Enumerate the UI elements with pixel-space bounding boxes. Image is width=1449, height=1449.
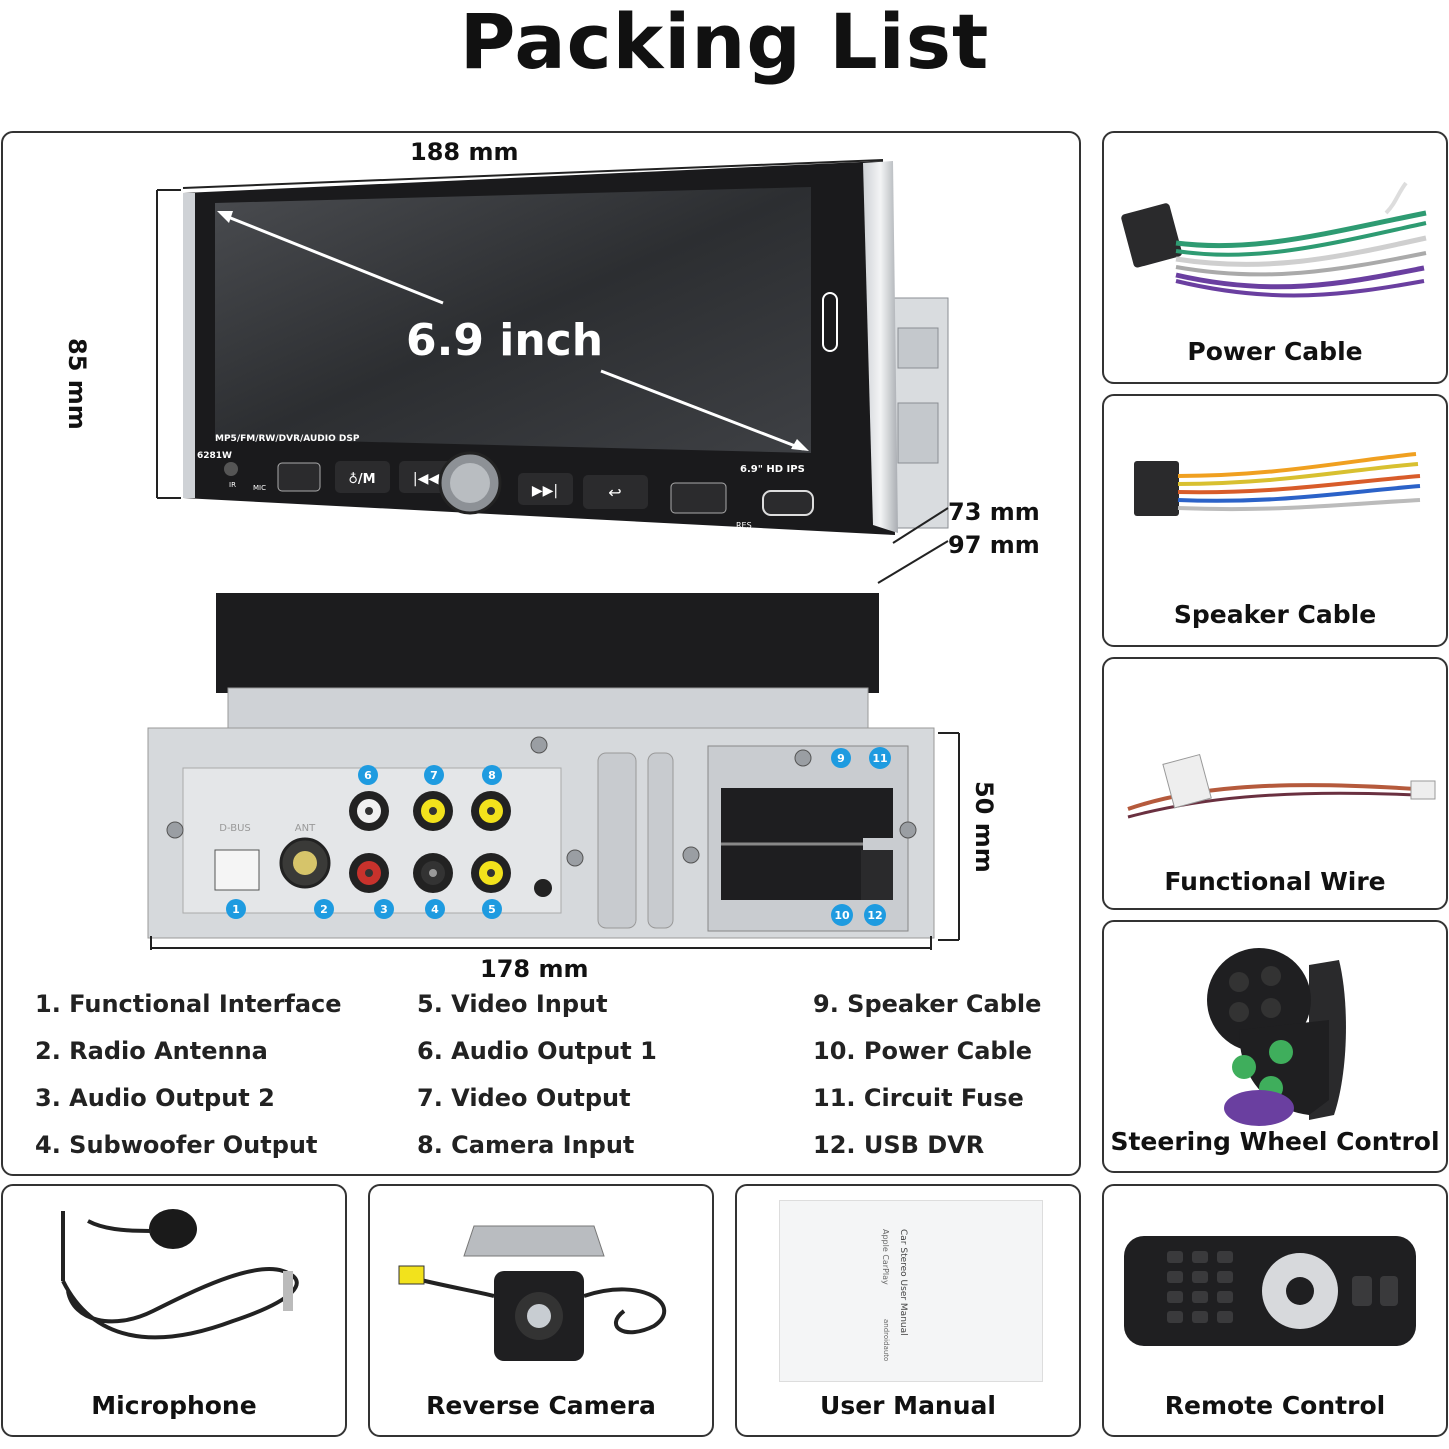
legend-item-12: 12. USB DVR bbox=[813, 1131, 985, 1159]
dim-back-width: 178 mm bbox=[480, 955, 589, 983]
functional-wire-image bbox=[1127, 753, 1436, 819]
legend-item-10: 10. Power Cable bbox=[813, 1037, 1033, 1065]
svg-text:3: 3 bbox=[380, 903, 388, 916]
dim-line-back bbox=[150, 732, 960, 950]
speaker-cable-image bbox=[1134, 452, 1421, 516]
legend-item-4: 4. Subwoofer Output bbox=[35, 1131, 318, 1159]
ir-label: IR bbox=[229, 481, 236, 489]
model-label: 6281W bbox=[197, 451, 232, 461]
svg-text:12: 12 bbox=[867, 909, 882, 922]
head-unit-back: D-BUS ANT 1 2 3 4 bbox=[147, 593, 935, 939]
svg-text:♁/M: ♁/M bbox=[348, 472, 375, 487]
res-label: RES bbox=[736, 521, 752, 530]
mic-label: MIC bbox=[253, 484, 266, 492]
legend-item-1: 1. Functional Interface bbox=[35, 990, 342, 1018]
dim-depth-73: 73 mm bbox=[948, 498, 1040, 526]
svg-text:6: 6 bbox=[364, 769, 372, 782]
legend-item-7: 7. Video Output bbox=[417, 1084, 631, 1112]
functional-wire-caption: Functional Wire bbox=[1164, 867, 1386, 896]
steering-wheel-caption: Steering Wheel Control bbox=[1110, 1127, 1440, 1156]
dim-line-left bbox=[156, 189, 181, 499]
manual-android: androidauto bbox=[882, 1319, 890, 1362]
dim-height-left: 85 mm bbox=[63, 338, 91, 430]
screen-size-label: 6.9 inch bbox=[406, 315, 604, 366]
legend-item-3: 3. Audio Output 2 bbox=[35, 1084, 275, 1112]
svg-text:▶▶|: ▶▶| bbox=[532, 483, 558, 499]
remote-control-caption: Remote Control bbox=[1164, 1391, 1386, 1420]
speaker-cable-caption: Speaker Cable bbox=[1173, 600, 1377, 629]
legend-item-6: 6. Audio Output 1 bbox=[417, 1037, 657, 1065]
svg-text:4: 4 bbox=[431, 903, 439, 916]
item-power-cable: Power Cable bbox=[1102, 131, 1448, 384]
dim-back-height: 50 mm bbox=[970, 781, 998, 873]
manual-carplay: Apple CarPlay bbox=[881, 1229, 890, 1285]
svg-text:ANT: ANT bbox=[295, 823, 316, 834]
reverse-camera-caption: Reverse Camera bbox=[426, 1391, 656, 1420]
svg-text:1: 1 bbox=[232, 903, 240, 916]
dim-depth-97: 97 mm bbox=[948, 531, 1040, 559]
legend-item-2: 2. Radio Antenna bbox=[35, 1037, 268, 1065]
item-reverse-camera: Reverse Camera bbox=[368, 1184, 714, 1437]
manual-title: Car Stereo User Manual bbox=[898, 1229, 908, 1336]
dim-width-top: 188 mm bbox=[410, 138, 519, 166]
legend-item-9: 9. Speaker Cable bbox=[813, 990, 1042, 1018]
user-manual-image: Car Stereo User Manual Apple CarPlay and… bbox=[779, 1200, 1043, 1382]
item-functional-wire: Functional Wire bbox=[1102, 657, 1448, 910]
svg-text:10: 10 bbox=[834, 909, 850, 922]
legend-item-11: 11. Circuit Fuse bbox=[813, 1084, 1024, 1112]
reverse-camera-image bbox=[398, 1225, 667, 1361]
power-cable-caption: Power Cable bbox=[1187, 337, 1363, 366]
svg-text:11: 11 bbox=[872, 752, 887, 765]
microphone-caption: Microphone bbox=[91, 1391, 257, 1420]
svg-text:2: 2 bbox=[320, 903, 328, 916]
ips-label: 6.9" HD IPS bbox=[740, 464, 805, 475]
item-speaker-cable: Speaker Cable bbox=[1102, 394, 1448, 647]
item-user-manual: Car Stereo User Manual Apple CarPlay and… bbox=[735, 1184, 1081, 1437]
legend-item-8: 8. Camera Input bbox=[417, 1131, 635, 1159]
microphone-image bbox=[61, 1209, 299, 1340]
legend-item-5: 5. Video Input bbox=[417, 990, 608, 1018]
port-badges: 1 2 3 4 5 6 7 8 9 11 10 12 bbox=[226, 747, 891, 926]
screen-features-label: MP5/FM/RW/DVR/AUDIO DSP bbox=[215, 434, 360, 444]
svg-text:5: 5 bbox=[488, 903, 496, 916]
page-title: Packing List bbox=[459, 0, 990, 86]
item-microphone: Microphone bbox=[1, 1184, 347, 1437]
item-steering-wheel-control: Steering Wheel Control bbox=[1102, 920, 1448, 1173]
steering-wheel-image bbox=[1207, 948, 1346, 1126]
svg-text:↩: ↩ bbox=[608, 483, 621, 502]
item-remote-control: Remote Control bbox=[1102, 1184, 1448, 1437]
power-cable-image bbox=[1121, 181, 1427, 298]
svg-text:D-BUS: D-BUS bbox=[219, 823, 250, 834]
main-unit-panel: 188 mm 85 mm bbox=[1, 131, 1081, 1176]
dim-line-top bbox=[182, 159, 884, 189]
svg-text:8: 8 bbox=[488, 769, 496, 782]
user-manual-caption: User Manual bbox=[820, 1391, 996, 1420]
dim-line-depth bbox=[877, 507, 949, 584]
svg-text:7: 7 bbox=[430, 769, 438, 782]
svg-text:|◀◀: |◀◀ bbox=[413, 471, 439, 487]
remote-control-image bbox=[1124, 1236, 1416, 1346]
svg-text:9: 9 bbox=[837, 752, 845, 765]
head-unit-front: ♁/M |◀◀ ▶▶| ↩ bbox=[183, 161, 949, 535]
